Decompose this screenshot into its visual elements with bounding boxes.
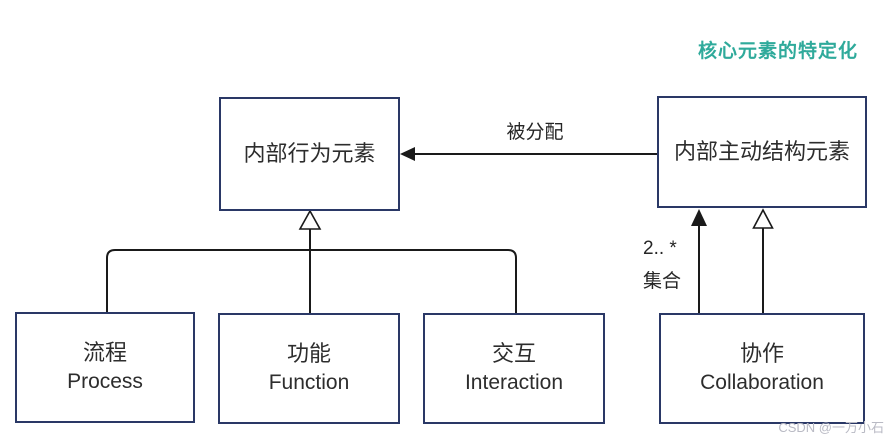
edge-label-aggregation: 集合 bbox=[643, 271, 682, 292]
watermark: CSDN @一万小石 bbox=[778, 420, 884, 435]
node-function: 功能 Function bbox=[218, 313, 400, 424]
node-label-zh: 交互 bbox=[491, 341, 536, 367]
assignment-arrowhead bbox=[400, 147, 415, 161]
node-process: 流程 Process bbox=[15, 312, 195, 423]
generalization-bus bbox=[106, 249, 517, 314]
edge-label-assignment: 被分配 bbox=[506, 122, 564, 143]
generalization-arrowhead-collaboration bbox=[752, 208, 774, 229]
node-label-en: Collaboration bbox=[700, 371, 824, 395]
node-label: 内部行为元素 bbox=[243, 141, 376, 167]
node-label-zh: 协作 bbox=[739, 341, 784, 367]
node-interaction: 交互 Interaction bbox=[423, 313, 605, 424]
node-collaboration: 协作 Collaboration bbox=[659, 313, 865, 424]
node-label-en: Process bbox=[67, 370, 143, 394]
node-label: 内部主动结构元素 bbox=[673, 139, 850, 165]
edge-label-multiplicity: 2.. * bbox=[643, 238, 677, 259]
node-internal-behavior-element: 内部行为元素 bbox=[219, 97, 400, 211]
generalization-arrowhead-behavior bbox=[298, 209, 322, 230]
node-label-zh: 功能 bbox=[286, 341, 331, 367]
node-internal-active-structure-element: 内部主动结构元素 bbox=[657, 96, 867, 208]
aggregation-arrowhead bbox=[691, 209, 707, 226]
diagram-title: 核心元素的特定化 bbox=[697, 41, 858, 62]
node-label-en: Function bbox=[268, 371, 350, 395]
node-label-zh: 流程 bbox=[82, 340, 127, 366]
node-label-en: Interaction bbox=[464, 371, 564, 395]
